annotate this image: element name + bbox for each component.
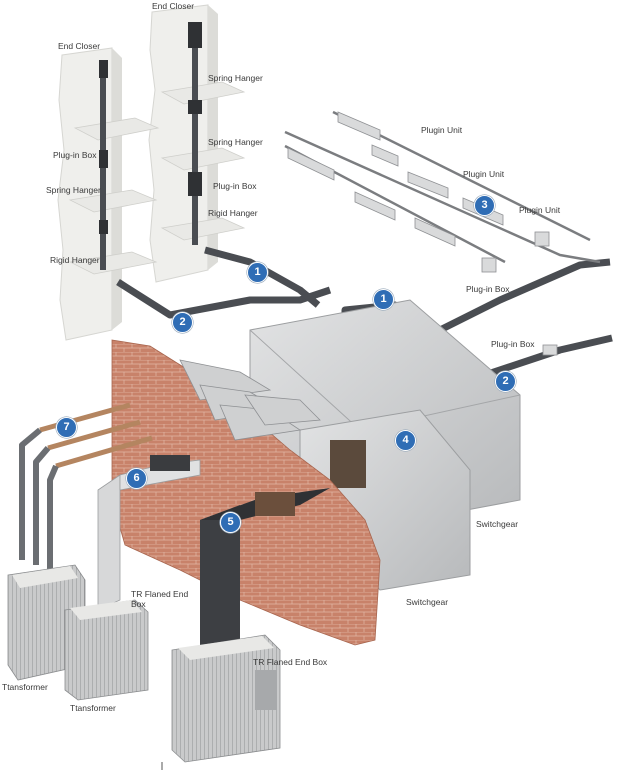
transformer-middle xyxy=(64,599,149,701)
label-end-closer-top: End Closer xyxy=(152,1,195,11)
label-tr-flaned-end-box-1: TR Flaned End Box xyxy=(131,589,189,609)
label-plugin-box-mid: Plug-in Box xyxy=(213,181,257,191)
transformer-tie-risers xyxy=(19,427,59,570)
badge-2-left: 2 xyxy=(172,312,193,333)
through-wall-busways xyxy=(179,359,321,441)
badge-3: 3 xyxy=(474,195,495,216)
badge-6: 6 xyxy=(126,468,147,489)
plugin-units xyxy=(287,111,558,356)
label-spring-hanger-1: Spring Hanger xyxy=(208,73,263,83)
label-tr-flaned-end-box-2: TR Flaned End Box xyxy=(253,657,328,667)
badge-2-right: 2 xyxy=(495,371,516,392)
label-rigid-hanger-left: Rigid Hanger xyxy=(50,255,100,265)
floor-slabs xyxy=(68,81,246,275)
label-switchgear-1: Switchgear xyxy=(476,519,519,529)
label-transformer-2: Ttansformer xyxy=(70,703,116,713)
label-plugin-unit-2: Plugin Unit xyxy=(463,169,505,179)
label-plugin-box-right-1: Plug-in Box xyxy=(466,284,510,294)
badge-1-left: 1 xyxy=(247,262,268,283)
badge-7: 7 xyxy=(56,417,77,438)
label-rigid-hanger-mid: Rigid Hanger xyxy=(208,208,258,218)
transformer-tie-bars xyxy=(39,402,153,469)
label-plugin-box-right-2: Plug-in Box xyxy=(491,339,535,349)
label-spring-hanger-left: Spring Hanger xyxy=(46,185,101,195)
tr-flaned-duct-6 xyxy=(97,455,201,611)
label-plugin-box-left: Plug-in Box xyxy=(53,150,97,160)
badge-5: 5 xyxy=(220,512,241,533)
label-plugin-unit-1: Plugin Unit xyxy=(421,125,463,135)
badge-4: 4 xyxy=(395,430,416,451)
label-transformer-1: Ttansformer xyxy=(2,682,48,692)
transformer-right xyxy=(171,634,281,763)
riser-boxes xyxy=(99,22,202,234)
label-spring-hanger-2: Spring Hanger xyxy=(208,137,263,147)
large-duct-5 xyxy=(200,488,330,660)
label-plugin-unit-3: Plugin Unit xyxy=(519,205,561,215)
label-switchgear-2: Switchgear xyxy=(406,597,449,607)
badge-1-right: 1 xyxy=(373,289,394,310)
label-end-closer-left: End Closer xyxy=(58,41,101,51)
